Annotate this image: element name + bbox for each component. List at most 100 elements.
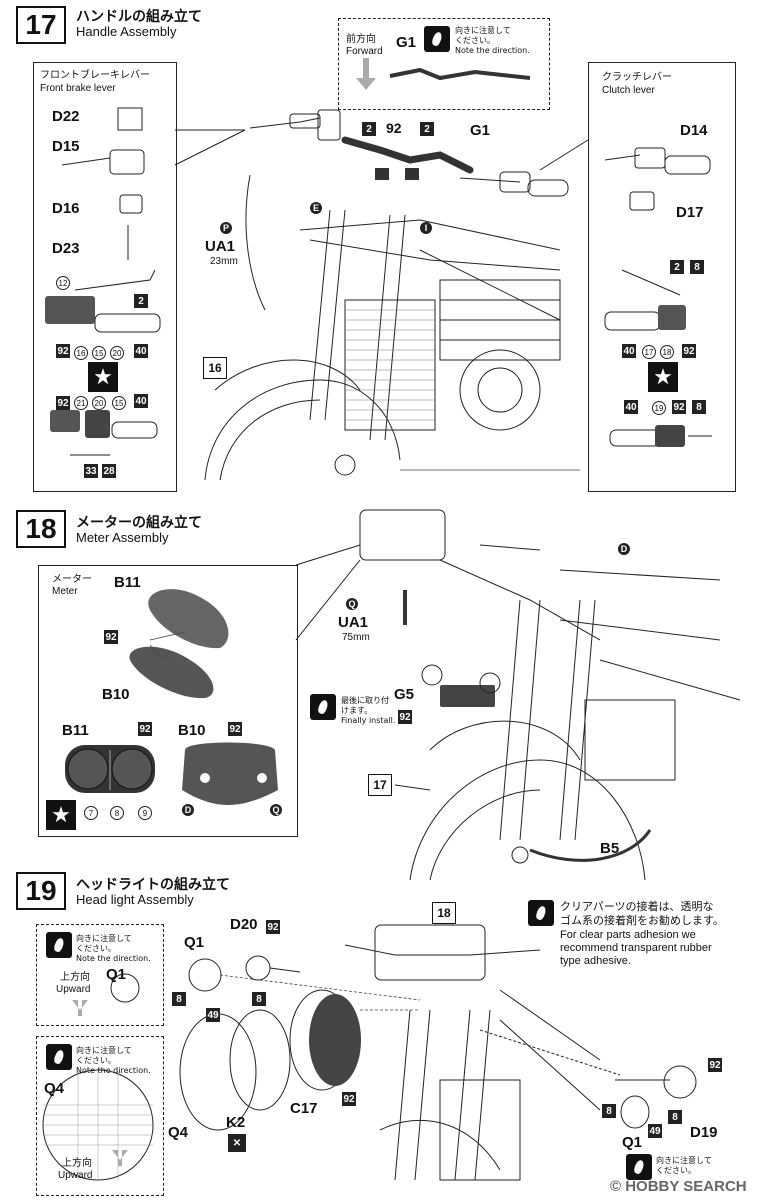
star-icon: ★ bbox=[648, 362, 678, 392]
part-q4: Q4 bbox=[168, 1124, 189, 1141]
circle-20: 20 bbox=[110, 346, 124, 360]
color-33: 33 bbox=[84, 464, 98, 478]
color-40-clutch-b: 40 bbox=[624, 400, 638, 414]
ref-step-18: 18 bbox=[432, 902, 456, 924]
color-92-clutch-b: 92 bbox=[672, 400, 686, 414]
color-92-bar: 92 bbox=[386, 120, 402, 136]
final-install-jp-2: けます。 bbox=[341, 706, 373, 715]
q4-in-note: Q4 bbox=[44, 1080, 65, 1097]
circle-16: 16 bbox=[74, 346, 88, 360]
part-g5: G5 bbox=[394, 686, 415, 703]
star-icon: ★ bbox=[46, 800, 76, 830]
part-b11-label: B11 bbox=[62, 722, 89, 739]
ua1-meter-length: 75mm bbox=[342, 632, 370, 643]
glue-icon bbox=[626, 1154, 652, 1180]
step-17-title-jp: ハンドルの組み立て bbox=[76, 9, 202, 25]
upward-jp-q4: 上方向 bbox=[62, 1158, 92, 1169]
color-8-d20: 8 bbox=[252, 992, 266, 1006]
part-d20: D20 bbox=[230, 916, 258, 933]
color-49-q1-right: 49 bbox=[648, 1124, 662, 1138]
mark-e: E bbox=[310, 202, 322, 214]
part-b11-top: B11 bbox=[114, 574, 141, 591]
step-19-title-jp: ヘッドライトの組み立て bbox=[76, 877, 230, 893]
color-92-d19: 92 bbox=[708, 1058, 722, 1072]
direction-jp-1: 向きに注意して bbox=[455, 26, 511, 35]
color-8-q1: 8 bbox=[172, 992, 186, 1006]
color-8-d19: 8 bbox=[668, 1110, 682, 1124]
part-b10-label: B10 bbox=[178, 722, 206, 739]
k2-no-glue-icon: ✕ bbox=[228, 1134, 246, 1152]
color-28: 28 bbox=[102, 464, 116, 478]
upward-en-q4: Upward bbox=[58, 1170, 93, 1181]
q1-note-jp-2: ください。 bbox=[76, 944, 116, 953]
glue-icon bbox=[528, 900, 554, 926]
direction-note-box bbox=[338, 18, 550, 110]
part-d15: D15 bbox=[52, 138, 80, 155]
part-q1-right: Q1 bbox=[622, 1134, 643, 1151]
step-19-title-en: Head light Assembly bbox=[76, 892, 194, 907]
part-d14: D14 bbox=[680, 122, 708, 139]
color-40-brake: 40 bbox=[134, 344, 148, 358]
meter-title-en: Meter bbox=[52, 586, 78, 597]
direction-en: Note the direction. bbox=[455, 46, 530, 55]
final-install-jp-1: 最後に取り付 bbox=[341, 696, 389, 705]
upward-jp-q1: 上方向 bbox=[60, 972, 90, 983]
front-brake-title-jp: フロントブレーキレバー bbox=[40, 70, 150, 81]
ua1-length: 23mm bbox=[210, 256, 238, 267]
part-g1: G1 bbox=[470, 122, 491, 139]
mark-q-meter: Q bbox=[270, 804, 282, 816]
clear-en-3: type adhesive. bbox=[560, 955, 631, 967]
color-2-bar-b: 2 bbox=[420, 122, 434, 136]
q4-note-jp-1: 向きに注意して bbox=[76, 1046, 132, 1055]
front-brake-title-en: Front brake lever bbox=[40, 83, 116, 94]
q1-right-note-jp-1: 向きに注意して bbox=[656, 1156, 712, 1165]
forward-jp: 前方向 bbox=[346, 34, 376, 45]
circle-15-b: 15 bbox=[112, 396, 126, 410]
color-92-b10: 92 bbox=[228, 722, 242, 736]
color-40-brake-b: 40 bbox=[134, 394, 148, 408]
mark-q: Q bbox=[346, 598, 358, 610]
ref-step-16: 16 bbox=[203, 357, 227, 379]
clear-en-2: recommend transparent rubber bbox=[560, 942, 712, 954]
ref-step-17: 17 bbox=[368, 774, 392, 796]
color-92-c17: 92 bbox=[342, 1092, 356, 1106]
color-2-clutch: 2 bbox=[670, 260, 684, 274]
meter-title-jp: メーター bbox=[52, 574, 92, 585]
mark-d: D bbox=[618, 543, 630, 555]
step-17-number: 17 bbox=[16, 6, 66, 44]
mark-d-meter: D bbox=[182, 804, 194, 816]
color-92-meter: 92 bbox=[104, 630, 118, 644]
part-c17: C17 bbox=[290, 1100, 318, 1117]
direction-note-q1 bbox=[36, 924, 164, 1026]
circle-17: 17 bbox=[642, 345, 656, 359]
mark-i: I bbox=[420, 222, 432, 234]
circle-21: 21 bbox=[74, 396, 88, 410]
part-b10-top: B10 bbox=[102, 686, 130, 703]
color-2-bar-a: 2 bbox=[362, 122, 376, 136]
star-icon: ★ bbox=[88, 362, 118, 392]
color-2-brake: 2 bbox=[134, 294, 148, 308]
clutch-title-jp: クラッチレバー bbox=[602, 72, 672, 83]
color-92-d20: 92 bbox=[266, 920, 280, 934]
color-40-clutch: 40 bbox=[622, 344, 636, 358]
step-19-number: 19 bbox=[16, 872, 66, 910]
part-d23: D23 bbox=[52, 240, 80, 257]
step-18-title-en: Meter Assembly bbox=[76, 530, 169, 545]
clear-en-1: For clear parts adhesion we bbox=[560, 929, 696, 941]
part-d17: D17 bbox=[676, 204, 704, 221]
glue-icon bbox=[424, 26, 450, 52]
color-8-clutch-b: 8 bbox=[692, 400, 706, 414]
circle-19: 19 bbox=[652, 401, 666, 415]
q1-right-note-jp-2: ください。 bbox=[656, 1166, 696, 1175]
part-d22: D22 bbox=[52, 108, 80, 125]
clear-jp-2: ゴム系の接着剤をお勧めします。 bbox=[560, 914, 724, 927]
glue-icon bbox=[46, 932, 72, 958]
part-b5: B5 bbox=[600, 840, 620, 857]
q4-note-en: Note the direction. bbox=[76, 1066, 151, 1075]
color-8-q1-right: 8 bbox=[602, 1104, 616, 1118]
circle-15: 15 bbox=[92, 346, 106, 360]
color-92-brake: 92 bbox=[56, 344, 70, 358]
glue-icon bbox=[310, 694, 336, 720]
front-brake-panel bbox=[33, 62, 177, 492]
direction-g1: G1 bbox=[396, 34, 417, 51]
